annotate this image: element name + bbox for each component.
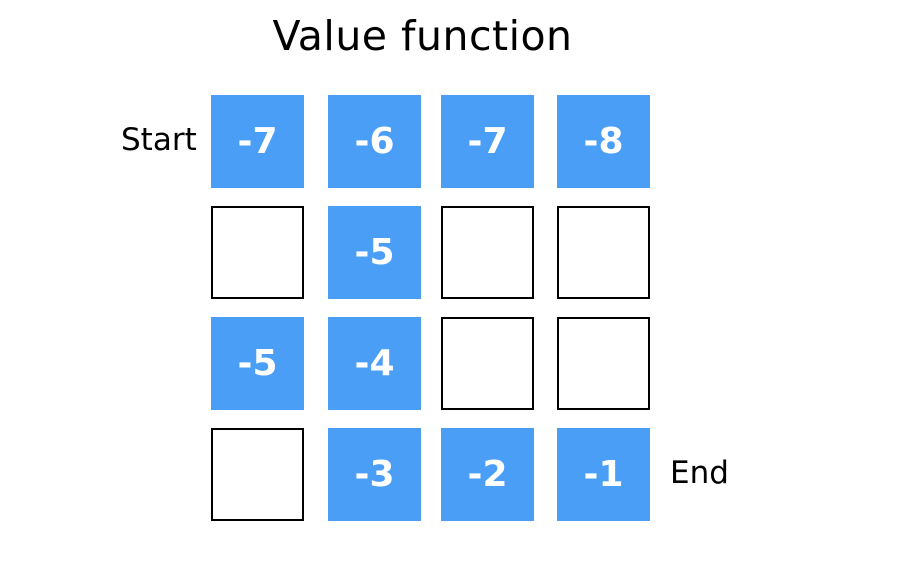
grid-cell-r1-c2 [441,206,534,299]
value-grid: -7-6-7-8-5-5-4-3-2-1 [211,95,651,523]
start-label: Start [121,122,197,158]
grid-cell-r0-c0: -7 [211,95,304,188]
grid-cell-r2-c3 [557,317,650,410]
grid-cell-r2-c2 [441,317,534,410]
grid-cell-r1-c1: -5 [328,206,421,299]
grid-cell-r3-c0 [211,428,304,521]
grid-cell-r0-c2: -7 [441,95,534,188]
grid-cell-r3-c2: -2 [441,428,534,521]
grid-cell-r2-c0: -5 [211,317,304,410]
end-label: End [670,455,729,491]
grid-cell-r0-c3: -8 [557,95,650,188]
grid-cell-r1-c0 [211,206,304,299]
grid-cell-r1-c3 [557,206,650,299]
grid-cell-r3-c1: -3 [328,428,421,521]
grid-cell-r3-c3: -1 [557,428,650,521]
grid-cell-r0-c1: -6 [328,95,421,188]
grid-cell-r2-c1: -4 [328,317,421,410]
diagram-title: Value function [272,12,573,60]
